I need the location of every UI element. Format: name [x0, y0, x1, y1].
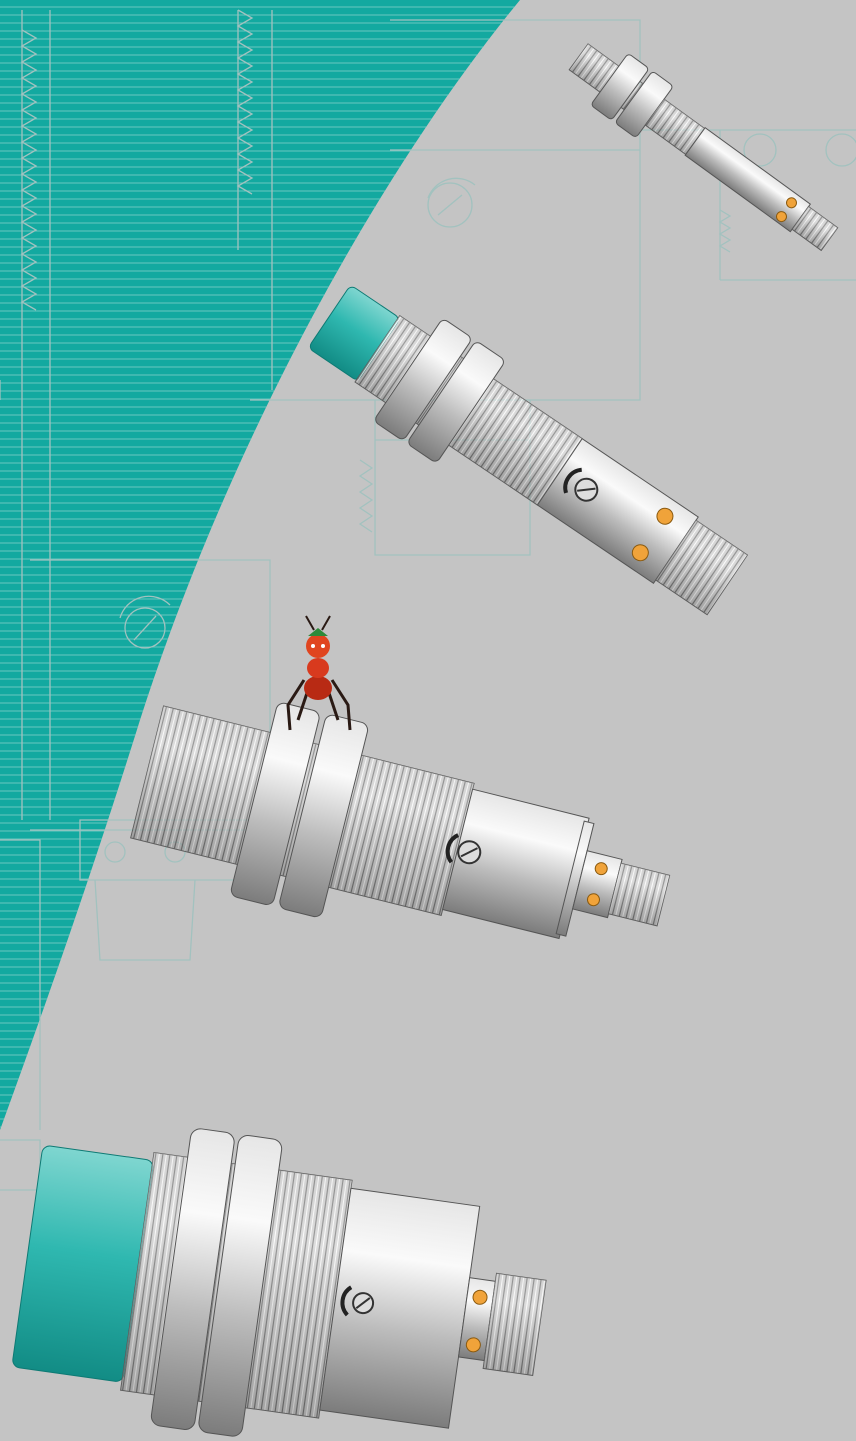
sensor-m12 [309, 286, 749, 616]
sensor-m30 [12, 1128, 547, 1437]
led-indicator-icon [775, 211, 787, 223]
led-indicator-icon [594, 862, 608, 876]
sensor-m18 [130, 702, 671, 940]
led-indicator-icon [586, 893, 600, 907]
led-indicator-icon [785, 197, 797, 209]
ant-icon [286, 615, 352, 731]
led-indicator-icon [472, 1289, 488, 1305]
led-indicator-icon [656, 507, 674, 525]
sensor-m8 [568, 43, 839, 252]
teal-band [0, 0, 520, 1130]
led-indicator-icon [631, 544, 649, 562]
led-indicator-icon [465, 1337, 481, 1353]
